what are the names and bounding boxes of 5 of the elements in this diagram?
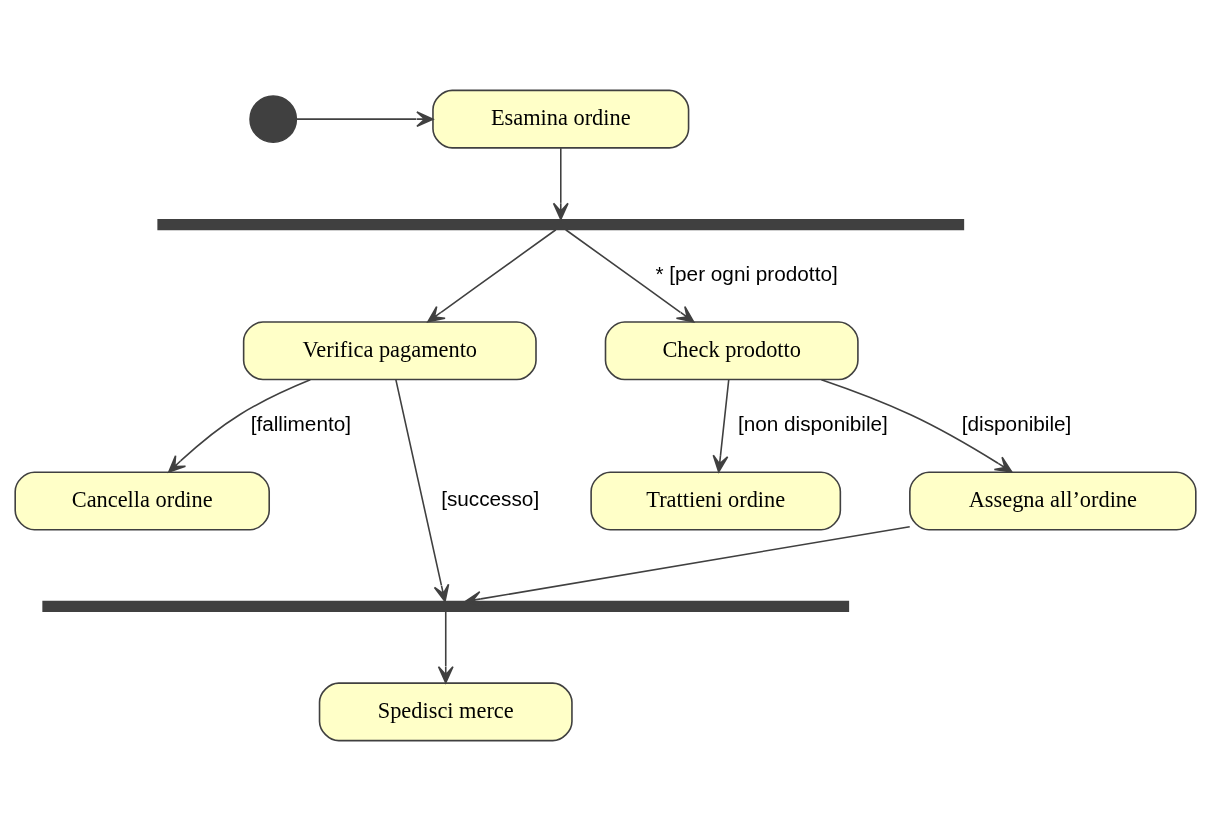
edge-label: * [per ogni prodotto] bbox=[655, 261, 838, 285]
edge-label: [fallimento] bbox=[250, 411, 352, 435]
edge-label: [non disponibile] bbox=[737, 411, 888, 435]
edge-label: [successo] bbox=[441, 486, 540, 510]
edge-label: [disponibile] bbox=[961, 411, 1072, 435]
